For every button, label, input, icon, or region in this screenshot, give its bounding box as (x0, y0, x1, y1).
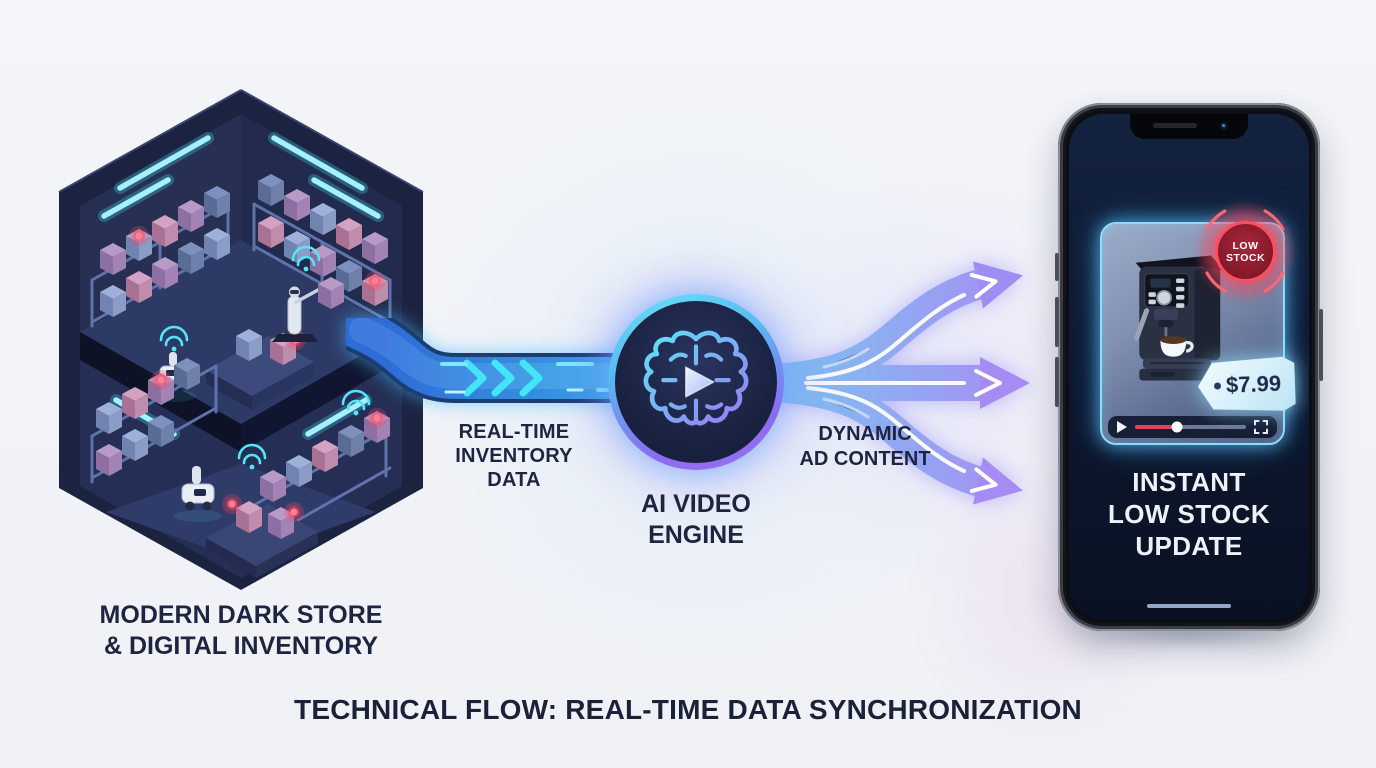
video-player-bar[interactable] (1108, 416, 1277, 438)
badge-line2: STOCK (1225, 251, 1266, 264)
home-indicator[interactable] (1147, 603, 1231, 608)
phone-caption-line2: LOW STOCK (1108, 499, 1270, 529)
robot-arm-upper (272, 277, 344, 342)
phone-caption-line1: INSTANT (1132, 467, 1246, 497)
badge-vibration-arcs (1205, 209, 1285, 293)
coffee-cup (1160, 340, 1187, 357)
phone-mute-switch (1055, 253, 1059, 281)
arrowhead-mid (974, 357, 1030, 409)
input-label-line3: DATA (487, 469, 541, 491)
fullscreen-icon[interactable] (1254, 420, 1268, 434)
warehouse-label-line1: MODERN DARK STORE (99, 601, 383, 629)
low-stock-badge: LOW STOCK (1215, 221, 1276, 282)
price-tag-dot (1214, 382, 1221, 389)
phone: LOW STOCK $7.99 INSTANT LOW STOCK UPDATE (1055, 103, 1323, 631)
phone-caption: INSTANT LOW STOCK UPDATE (1069, 466, 1309, 562)
input-data-label: REAL-TIME INVENTORY DATA (428, 420, 600, 492)
phone-notch (1130, 114, 1248, 139)
brain-play-icon (643, 330, 749, 426)
engine-label-line1: AI VIDEO (641, 490, 751, 518)
phone-volume-up-button (1055, 297, 1059, 347)
shelf-lower-left (90, 358, 218, 484)
pipe-chevrons (463, 359, 543, 397)
lower-pallet (206, 494, 318, 578)
engine-play-glyph (685, 366, 715, 398)
video-progress-track[interactable] (1135, 421, 1246, 433)
engine-label: AI VIDEO ENGINE (598, 489, 794, 551)
arrowhead-up (969, 261, 1023, 309)
engine-inner-disc (615, 301, 777, 463)
ai-video-engine-node (608, 294, 784, 470)
arrowhead-down (969, 457, 1023, 505)
output-label-line1: DYNAMIC (818, 423, 912, 445)
shelf-upper-left (90, 186, 230, 328)
steam-wand (1133, 308, 1150, 341)
warehouse-label-line2: & DIGITAL INVENTORY (103, 632, 379, 660)
warehouse-illustration (58, 89, 424, 590)
diagram-title: TECHNICAL FLOW: REAL-TIME DATA SYNCHRONI… (294, 694, 1082, 725)
price-tag: $7.99 (1197, 356, 1296, 413)
phone-caption-line3: UPDATE (1135, 531, 1243, 561)
data-pipe (346, 318, 646, 403)
engine-label-line2: ENGINE (648, 521, 744, 549)
phone-power-button (1319, 309, 1323, 381)
input-label-line1: REAL-TIME (458, 421, 570, 443)
earpiece-speaker (1152, 123, 1197, 128)
output-label-line2: AD CONTENT (799, 448, 931, 470)
warehouse-label: MODERN DARK STORE & DIGITAL INVENTORY (41, 600, 441, 662)
phone-volume-down-button (1055, 357, 1059, 407)
price-value: $7.99 (1225, 370, 1282, 398)
branch-arrows (772, 261, 1030, 505)
badge-line1: LOW (1232, 239, 1259, 252)
phone-screen: LOW STOCK $7.99 INSTANT LOW STOCK UPDATE (1069, 114, 1309, 620)
front-camera (1219, 122, 1228, 130)
input-label-line2: INVENTORY (455, 445, 573, 467)
robot-cart-lower (174, 466, 222, 522)
video-progress-fill (1135, 424, 1178, 430)
play-icon[interactable] (1117, 421, 1127, 433)
video-progress-thumb[interactable] (1171, 421, 1183, 433)
output-data-label: DYNAMIC AD CONTENT (765, 422, 965, 472)
